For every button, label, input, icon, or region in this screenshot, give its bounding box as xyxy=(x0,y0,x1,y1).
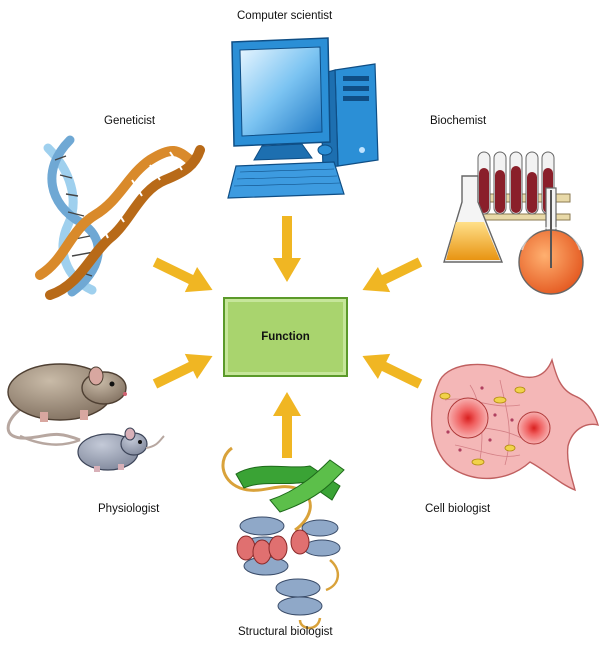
function-label: Function xyxy=(261,331,310,343)
rat xyxy=(6,363,127,442)
label-computer-scientist: Computer scientist xyxy=(237,10,333,22)
function-box: Function xyxy=(223,297,348,377)
mouse xyxy=(19,427,165,472)
arrow-from-computer xyxy=(273,216,301,282)
computer-icon xyxy=(227,37,379,199)
cell-icon xyxy=(430,357,599,492)
arrow-from-biochemist xyxy=(362,257,423,293)
arrows xyxy=(152,216,423,458)
label-physiologist: Physiologist xyxy=(98,503,160,515)
dna-helix-icon xyxy=(35,135,205,300)
arrow-from-cell-biologist xyxy=(362,353,423,389)
label-geneticist: Geneticist xyxy=(104,115,156,127)
protein-ribbon-icon xyxy=(221,446,345,630)
test-tubes xyxy=(477,151,555,215)
mice-icon xyxy=(6,363,165,472)
arrow-from-geneticist xyxy=(152,257,213,293)
label-biochemist: Biochemist xyxy=(430,115,487,127)
label-structural-biologist: Structural biologist xyxy=(238,626,333,638)
arrow-from-structural xyxy=(273,392,301,458)
label-cell-biologist: Cell biologist xyxy=(425,503,491,515)
lab-glassware-icon xyxy=(443,151,584,295)
arrow-from-physiologist xyxy=(152,353,213,389)
